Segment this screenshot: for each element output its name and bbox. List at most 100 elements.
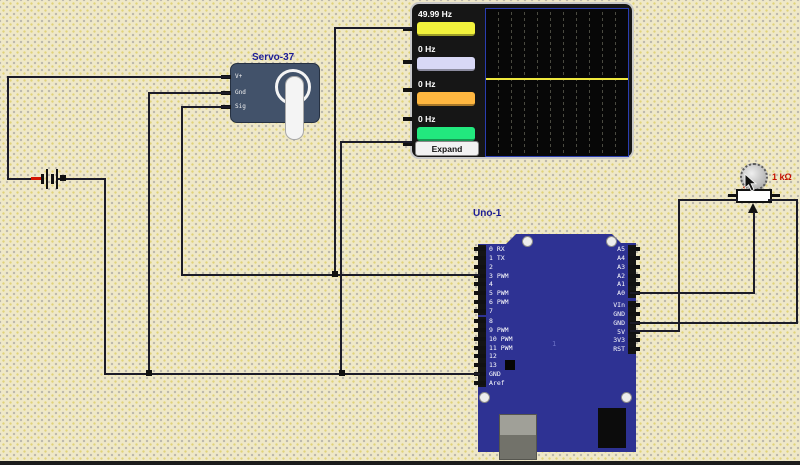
pin-label: A4 (617, 254, 625, 263)
wire-pot-left-horizontal[interactable] (678, 199, 738, 201)
pin-nub[interactable] (474, 273, 486, 278)
wire-sig-to-pin3[interactable] (181, 274, 480, 276)
pin-nub[interactable] (474, 336, 486, 341)
pin-nub[interactable] (474, 345, 486, 350)
wire-scope-ch1-vertical[interactable] (334, 27, 336, 276)
battery-plate (51, 174, 54, 184)
battery-positive-lead[interactable] (31, 177, 41, 180)
pin-nub[interactable] (474, 264, 486, 269)
scope-input-ch2[interactable] (403, 60, 412, 64)
pin-nub[interactable] (474, 308, 486, 313)
scope-channel-button[interactable] (417, 92, 475, 106)
pin-row: 8 (474, 317, 512, 326)
scope-channel-button[interactable] (417, 22, 475, 36)
scope-channel-frequency: 0 Hz (418, 44, 436, 54)
wire-gnd-vertical[interactable] (104, 178, 106, 375)
scope-input-ch3[interactable] (403, 88, 412, 92)
wire-pot-right-horizontal[interactable] (768, 199, 798, 201)
pin-row: GND (474, 370, 512, 379)
wire-servo-sig-horizontal[interactable] (181, 106, 230, 108)
wire-pot-left-vertical[interactable] (678, 199, 680, 332)
pin-nub[interactable] (474, 328, 486, 333)
pin-nub[interactable] (474, 291, 486, 296)
wire-battery-right-lead[interactable] (58, 178, 106, 180)
usb-connector (499, 414, 537, 460)
wire-pot-right-vertical[interactable] (796, 199, 798, 324)
wire-gnd2-horizontal[interactable] (630, 322, 798, 324)
oscilloscope[interactable]: 49.99 Hz 0 Hz 0 Hz 0 Hz Expand (403, 2, 634, 159)
scope-input-gnd[interactable] (403, 142, 412, 146)
pin-label: A2 (617, 271, 625, 280)
pin-nub[interactable] (474, 299, 486, 304)
pin-nub[interactable] (628, 256, 640, 261)
pin-label: 2 (489, 262, 493, 271)
wire-5v-horizontal[interactable] (630, 330, 680, 332)
pin-header-strip (628, 301, 636, 354)
wire-gnd-bottom[interactable] (104, 373, 480, 375)
expand-button[interactable]: Expand (415, 141, 479, 156)
wire-junction (146, 370, 152, 376)
pin-nub[interactable] (628, 312, 640, 317)
scope-channel-button[interactable] (417, 127, 475, 141)
pin-nub[interactable] (628, 247, 640, 252)
wire-sig-vertical[interactable] (181, 106, 183, 276)
wire-servo-gnd-horizontal[interactable] (148, 92, 230, 94)
wire-battery-left-lead[interactable] (7, 178, 31, 180)
pin-label: 1 TX (489, 254, 505, 263)
wire-pot-wiper-vertical[interactable] (753, 212, 755, 294)
pin-nub[interactable] (628, 338, 640, 343)
scope-screen (485, 8, 629, 157)
pin-nub[interactable] (474, 319, 486, 324)
pin-row: Aref (474, 378, 512, 387)
pin-row: 4 (474, 280, 509, 289)
pin-nub[interactable] (628, 273, 640, 278)
pin-header-strip (478, 317, 486, 387)
pin-nub[interactable] (474, 380, 486, 385)
wire-scope-ch1-horizontal[interactable] (334, 27, 412, 29)
wire-vplus-horizontal[interactable] (7, 76, 230, 78)
pin-nub[interactable] (628, 264, 640, 269)
pin-nub[interactable] (474, 354, 486, 359)
scope-channel: 0 Hz (416, 112, 480, 141)
mouse-cursor-icon (744, 172, 758, 198)
pin-nub[interactable] (474, 363, 486, 368)
potentiometer-terminal-left[interactable] (728, 194, 736, 197)
pin-row: VIn (613, 301, 640, 310)
pin-row: 11 PWM (474, 343, 512, 352)
pin-row: A3 (617, 263, 640, 272)
mounting-hole (522, 236, 533, 247)
pin-nub[interactable] (474, 282, 486, 287)
wire-a0-horizontal[interactable] (630, 292, 754, 294)
pin-nub[interactable] (474, 256, 486, 261)
wire-vplus-vertical[interactable] (7, 76, 9, 180)
pin-label: GND (613, 310, 625, 319)
scope-channel-button[interactable] (417, 57, 475, 71)
window-edge (0, 461, 800, 465)
pin-nub[interactable] (474, 247, 486, 252)
scope-channel: 0 Hz (416, 77, 480, 106)
pin-nub[interactable] (628, 303, 640, 308)
wire-junction (332, 271, 338, 277)
wire-scope-gnd-vertical[interactable] (340, 141, 342, 375)
pin-row: 7 (474, 306, 509, 315)
battery-plate (41, 174, 44, 184)
scope-input-ch1[interactable] (403, 27, 412, 31)
wire-scope-gnd-horizontal[interactable] (340, 141, 412, 143)
pin-row: 13 (474, 361, 512, 370)
servo-horn-arm (285, 76, 304, 140)
servo-motor[interactable]: V+ Gnd Sig (221, 63, 320, 140)
wire-servo-gnd-vertical[interactable] (148, 92, 150, 375)
pin-nub[interactable] (628, 347, 640, 352)
pin-nub[interactable] (474, 371, 486, 376)
pin-label: 9 PWM (489, 326, 509, 335)
pin-nub[interactable] (628, 282, 640, 287)
potentiometer-terminal-right[interactable] (772, 194, 780, 197)
battery-plate (56, 169, 58, 189)
pin-row: 9 PWM (474, 326, 512, 335)
scope-input-ch4[interactable] (403, 117, 412, 121)
pin-label: 0 RX (489, 245, 505, 254)
pin-label: A0 (617, 289, 625, 298)
mounting-hole (621, 392, 632, 403)
